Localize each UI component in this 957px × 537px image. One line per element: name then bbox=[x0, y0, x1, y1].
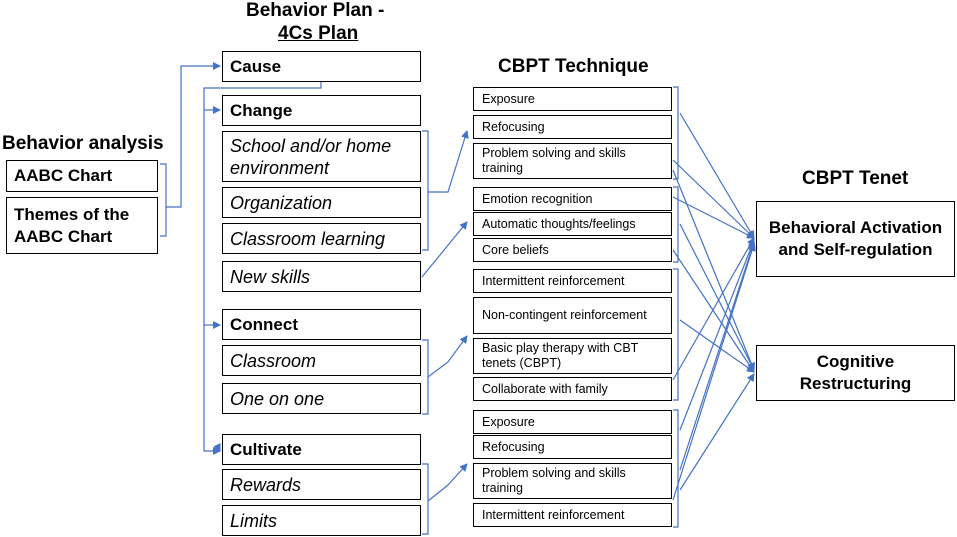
cbpt-tenet-title: CBPT Tenet bbox=[802, 168, 909, 189]
technique-label: Exposure bbox=[482, 414, 535, 429]
analysis-bracket bbox=[160, 163, 167, 237]
cultivate-box: Cultivate bbox=[222, 434, 421, 465]
technique-label: Emotion recognition bbox=[482, 191, 593, 206]
connect-item-one-on-one: One on one bbox=[222, 383, 421, 414]
group3-bracket bbox=[673, 268, 679, 401]
cause-branch bbox=[203, 82, 322, 452]
technique-core-beliefs: Core beliefs bbox=[473, 238, 672, 262]
connect-item-label: Classroom bbox=[230, 350, 317, 371]
technique-non-contingent-reinforcement: Non-contingent reinforcement bbox=[473, 297, 672, 334]
change-item-label: Classroom learning bbox=[230, 228, 386, 249]
technique-label: Basic play therapy with CBT tenets (CBPT… bbox=[482, 341, 639, 370]
tenet-label: Behavioral Activation and Self-regulatio… bbox=[768, 218, 943, 259]
connect-label: Connect bbox=[230, 314, 298, 334]
technique-exposure-2: Exposure bbox=[473, 410, 672, 434]
technique-intermittent-reinforcement: Intermittent reinforcement bbox=[473, 269, 672, 293]
behavior-analysis-title: Behavior analysis bbox=[2, 133, 164, 154]
change-label: Change bbox=[230, 100, 293, 120]
cause-box: Cause bbox=[222, 51, 421, 82]
behavior-plan-title-line2: 4Cs Plan bbox=[278, 23, 359, 44]
aabc-themes-box: Themes of the AABC Chart bbox=[6, 197, 158, 254]
aabc-themes-label: Themes of the AABC Chart bbox=[14, 204, 130, 246]
change-item-label: New skills bbox=[230, 266, 311, 287]
technique-label: Refocusing bbox=[482, 119, 545, 134]
change-item-classroom-learning: Classroom learning bbox=[222, 223, 421, 254]
tenet-cognitive-restructuring: Cognitive Restructuring bbox=[756, 345, 955, 401]
technique-label: Exposure bbox=[482, 91, 535, 106]
technique-problem-solving-2: Problem solving and skills training bbox=[473, 463, 672, 499]
behavior-plan-title-line1: Behavior Plan - bbox=[246, 0, 385, 21]
cultivate-bracket bbox=[422, 463, 429, 535]
connect-bracket bbox=[422, 339, 429, 415]
technique-refocusing: Refocusing bbox=[473, 115, 672, 139]
group4-bracket bbox=[673, 409, 679, 528]
cultivate-to-group4 bbox=[427, 463, 468, 502]
cultivate-item-limits: Limits bbox=[222, 505, 421, 536]
cause-label: Cause bbox=[230, 56, 282, 76]
technique-collaborate-family: Collaborate with family bbox=[473, 377, 672, 401]
analysis-to-cause bbox=[166, 62, 221, 208]
technique-label: Problem solving and skills training bbox=[482, 466, 626, 495]
tenet-label: Cognitive Restructuring bbox=[799, 352, 912, 393]
aabc-chart-label: AABC Chart bbox=[14, 166, 113, 185]
technique-intermittent-reinforcement-2: Intermittent reinforcement bbox=[473, 503, 672, 527]
technique-label: Refocusing bbox=[482, 439, 545, 454]
technique-refocusing-2: Refocusing bbox=[473, 435, 672, 459]
technique-label: Intermittent reinforcement bbox=[482, 507, 625, 522]
technique-automatic-thoughts: Automatic thoughts/feelings bbox=[473, 212, 672, 236]
change-bracket bbox=[422, 130, 429, 251]
technique-emotion-recognition: Emotion recognition bbox=[473, 187, 672, 211]
change-box: Change bbox=[222, 95, 421, 126]
technique-label: Intermittent reinforcement bbox=[482, 273, 625, 288]
change-item-label: Organization bbox=[230, 192, 333, 213]
connect-box: Connect bbox=[222, 309, 421, 340]
connect-to-group3 bbox=[427, 335, 468, 378]
connect-item-classroom: Classroom bbox=[222, 345, 421, 376]
group2-bracket bbox=[673, 186, 679, 263]
group1-bracket bbox=[673, 86, 679, 180]
cultivate-label: Cultivate bbox=[230, 439, 302, 459]
technique-label: Automatic thoughts/feelings bbox=[482, 216, 636, 231]
change-item-new-skills: New skills bbox=[222, 261, 421, 292]
cultivate-item-rewards: Rewards bbox=[222, 469, 421, 500]
cultivate-item-label: Limits bbox=[230, 510, 278, 531]
change-item-organization: Organization bbox=[222, 187, 421, 218]
technique-label: Non-contingent reinforcement bbox=[482, 308, 647, 322]
change-to-group1 bbox=[428, 130, 469, 193]
technique-label: Core beliefs bbox=[482, 242, 549, 257]
aabc-chart-box: AABC Chart bbox=[6, 160, 158, 192]
connect-item-label: One on one bbox=[230, 388, 325, 409]
cbpt-technique-title: CBPT Technique bbox=[498, 56, 649, 77]
newskills-to-group2 bbox=[421, 221, 468, 278]
cultivate-item-label: Rewards bbox=[230, 474, 302, 495]
technique-problem-solving: Problem solving and skills training bbox=[473, 143, 672, 179]
change-item-label: School and/or home environment bbox=[230, 135, 392, 178]
change-item-environment: School and/or home environment bbox=[222, 131, 421, 182]
technique-label: Collaborate with family bbox=[482, 381, 608, 396]
tenet-behavioral-activation: Behavioral Activation and Self-regulatio… bbox=[756, 201, 955, 277]
technique-basic-play-therapy: Basic play therapy with CBT tenets (CBPT… bbox=[473, 338, 672, 374]
technique-label: Problem solving and skills training bbox=[482, 146, 626, 175]
technique-exposure: Exposure bbox=[473, 87, 672, 111]
